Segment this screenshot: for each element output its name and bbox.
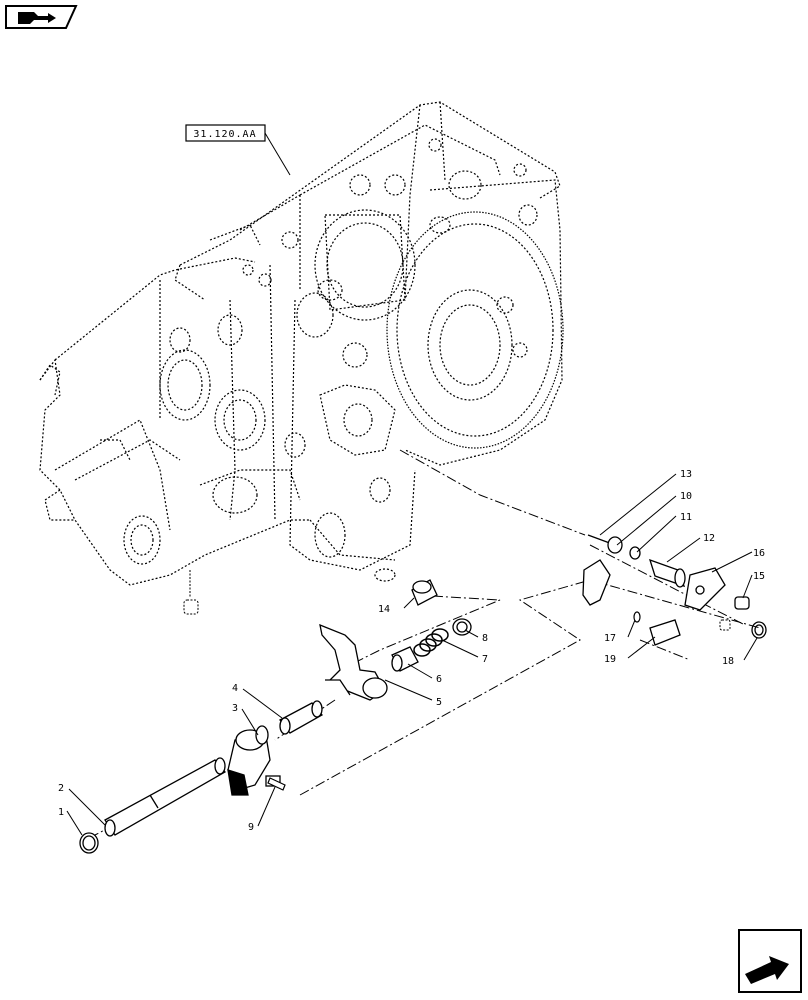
part-spring [413, 628, 449, 657]
part-washer [633, 611, 641, 623]
reference-box[interactable]: 31.120.AA [185, 124, 291, 176]
part-sleeve [279, 700, 323, 735]
next-page-arrow-icon [738, 929, 802, 993]
part-plate [684, 567, 726, 611]
part-pin [267, 777, 286, 791]
catalog-nav-button[interactable] [4, 4, 78, 30]
part-snap-ring [79, 832, 99, 854]
callout-13: 13 [680, 469, 692, 480]
callout-17: 17 [604, 633, 616, 644]
leader-lines [66, 473, 758, 836]
callout-14: 14 [378, 604, 390, 615]
part-seal-ring [751, 621, 767, 639]
parts-catalog-nav-icon [5, 5, 78, 29]
callout-12: 12 [703, 533, 715, 544]
part-shaft [648, 558, 686, 588]
part-plug [411, 579, 438, 606]
reference-label: 31.120.AA [193, 129, 256, 140]
callout-5: 5 [436, 697, 442, 708]
callout-1: 1 [58, 807, 64, 818]
callout-4: 4 [232, 683, 238, 694]
part-shift-fork [319, 623, 388, 701]
callout-8: 8 [482, 633, 488, 644]
part-small-bolt [719, 619, 731, 631]
callout-10: 10 [680, 491, 692, 502]
callout-18: 18 [722, 656, 734, 667]
part-bolt-long [649, 619, 681, 646]
next-page-button[interactable] [737, 928, 803, 994]
callout-11: 11 [680, 512, 692, 523]
housing-drain-plug [183, 570, 199, 615]
transmission-housing [39, 101, 564, 586]
part-spacer [391, 646, 419, 672]
callout-15: 15 [753, 571, 765, 582]
part-bolt-short [734, 596, 750, 610]
part-shift-block [227, 725, 281, 796]
callout-3: 3 [232, 703, 238, 714]
part-ring [629, 546, 641, 560]
callout-9: 9 [248, 822, 254, 833]
part-cap [452, 618, 472, 636]
callout-6: 6 [436, 674, 442, 685]
callout-7: 7 [482, 654, 488, 665]
callout-19: 19 [604, 654, 616, 665]
callout-16: 16 [753, 548, 765, 559]
callout-2: 2 [58, 783, 64, 794]
callout-labels: 1 2 3 4 5 6 7 8 9 10 11 12 13 14 15 16 1… [58, 469, 765, 833]
part-lever-arm [582, 534, 623, 606]
part-shift-rod [104, 757, 226, 837]
